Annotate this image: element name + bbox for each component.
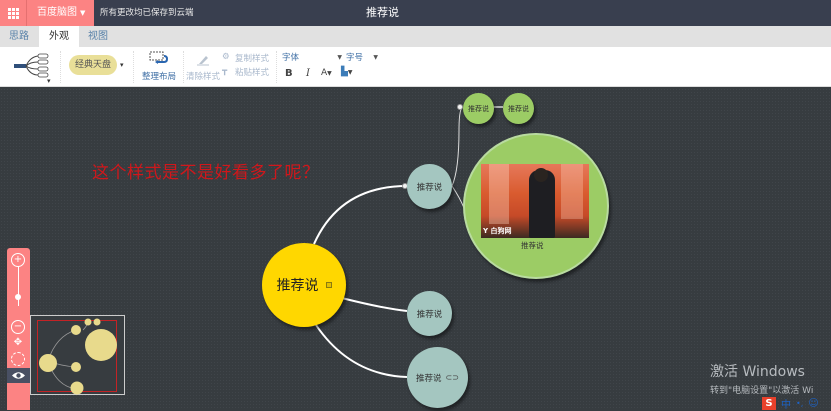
- windows-activation-watermark: 激活 Windows 转到"电脑设置"以激活 Wi: [710, 361, 813, 396]
- eye-icon: [12, 372, 25, 379]
- tab-view[interactable]: 视图: [88, 31, 108, 42]
- watermark-line1: 激活 Windows: [710, 364, 805, 380]
- zoom-panel: + − ✥: [7, 248, 30, 410]
- node-label: 推荐说: [468, 104, 489, 113]
- chevron-down-icon: ▼: [80, 9, 86, 17]
- move-icon[interactable]: ✥: [13, 337, 23, 348]
- toolbar: ▾ 经典天盘 ▾ 整理布局 清除样式 ⚙ 复制样式 ┳ 粘贴样式 字体 ▼ 字号…: [0, 47, 831, 87]
- background-color-button[interactable]: ▙▼: [341, 67, 353, 77]
- chevron-down-icon: ▼: [327, 70, 332, 77]
- font-size-select[interactable]: 字号 ▼: [346, 51, 380, 65]
- font-color-button[interactable]: A▼: [321, 68, 332, 78]
- divider: [60, 51, 61, 83]
- chevron-down-icon: ▼: [347, 69, 353, 76]
- annotation-text: 这个样式是不是好看多了呢？: [92, 163, 320, 183]
- font-size-value: 字号: [346, 53, 364, 63]
- divider: [276, 51, 277, 83]
- root-node[interactable]: 推荐说: [262, 243, 346, 327]
- top-bar: 百度脑图▼ 所有更改均已保存到云端 推荐说: [0, 0, 831, 26]
- zoom-in-icon[interactable]: +: [11, 253, 25, 267]
- font-color-icon: A: [321, 68, 328, 78]
- link-icon[interactable]: ⊂⊃: [445, 373, 459, 382]
- chevron-down-icon: ▼: [337, 54, 342, 61]
- note-icon: [325, 282, 332, 288]
- structure-button[interactable]: ▾: [12, 53, 54, 85]
- navigator-toggle[interactable]: [7, 368, 30, 383]
- grid-icon: [7, 7, 19, 19]
- clear-style-button[interactable]: 清除样式: [185, 50, 221, 84]
- zoom-out-icon[interactable]: −: [11, 320, 25, 334]
- minimap[interactable]: [30, 315, 125, 395]
- sogou-ime-icon: S: [762, 397, 776, 410]
- brand-label: 百度脑图: [37, 7, 77, 18]
- paint-roller-icon: ┳: [222, 66, 228, 76]
- minimap-preview: [39, 318, 117, 395]
- image-node-label: 推荐说: [521, 241, 544, 250]
- arrange-layout-button[interactable]: 整理布局: [140, 50, 176, 84]
- font-family-select[interactable]: 字体 ▼: [282, 51, 344, 65]
- clear-style-label: 清除样式: [186, 72, 221, 82]
- ime-toolbar[interactable]: S 中 •, ☺: [762, 397, 819, 411]
- expand-handle[interactable]: [457, 104, 463, 110]
- mindmap-canvas[interactable]: [0, 88, 831, 410]
- brand-menu[interactable]: 百度脑图▼: [27, 0, 94, 26]
- punctuation-icon[interactable]: •,: [796, 399, 804, 408]
- divider: [183, 51, 184, 83]
- font-family-value: 字体: [282, 53, 300, 63]
- copy-style-icon: ⚙: [222, 52, 230, 62]
- branch-node[interactable]: 推荐说: [407, 164, 452, 209]
- paint-bucket-icon: ▙: [341, 67, 348, 77]
- leaf-node[interactable]: 推荐说: [463, 93, 494, 124]
- arrange-icon: [149, 51, 169, 64]
- node-image: Y 白狗网: [481, 164, 589, 238]
- watermark-line2: 转到"电脑设置"以激活 Wi: [710, 386, 814, 396]
- image-watermark: Y 白狗网: [483, 227, 512, 235]
- zoom-slider-handle[interactable]: [15, 294, 21, 300]
- italic-button[interactable]: I: [306, 68, 310, 79]
- branch-node[interactable]: 推荐说: [407, 291, 452, 336]
- tab-appearance[interactable]: 外观: [39, 26, 79, 47]
- bold-button[interactable]: B: [285, 68, 293, 79]
- root-label: 推荐说: [276, 278, 319, 294]
- eraser-icon: [197, 56, 209, 66]
- paste-style-label: 粘贴样式: [235, 68, 270, 78]
- save-status: 所有更改均已保存到云端: [100, 8, 194, 18]
- arrange-label: 整理布局: [142, 72, 177, 82]
- paste-style-button[interactable]: ┳ 粘贴样式: [222, 66, 274, 78]
- chevron-down-icon: ▼: [373, 54, 378, 61]
- chevron-down-icon: ▾: [47, 77, 51, 85]
- zoom-slider[interactable]: [18, 266, 19, 306]
- locate-root-icon[interactable]: [11, 352, 25, 366]
- mindmap-structure-icon: [14, 53, 49, 78]
- node-label: 推荐说: [416, 309, 443, 320]
- branch-node[interactable]: 推荐说 ⊂⊃: [407, 347, 468, 408]
- app-menu-button[interactable]: [0, 0, 27, 26]
- node-label: 推荐说: [508, 104, 529, 113]
- ime-mode-indicator[interactable]: 中: [781, 400, 791, 411]
- tab-bar: 思路 外观 视图: [0, 26, 831, 47]
- document-title: 推荐说: [366, 6, 399, 19]
- node-label: 推荐说: [416, 182, 443, 193]
- node-label: 推荐说: [416, 373, 442, 384]
- emoji-icon[interactable]: ☺: [808, 398, 819, 409]
- divider: [133, 51, 134, 83]
- tab-idea[interactable]: 思路: [9, 31, 29, 42]
- theme-selector[interactable]: 经典天盘: [69, 55, 117, 75]
- theme-dropdown-icon[interactable]: ▾: [120, 61, 124, 69]
- leaf-node[interactable]: 推荐说: [503, 93, 534, 124]
- copy-style-label: 复制样式: [235, 54, 270, 64]
- copy-style-button[interactable]: ⚙ 复制样式: [222, 52, 274, 64]
